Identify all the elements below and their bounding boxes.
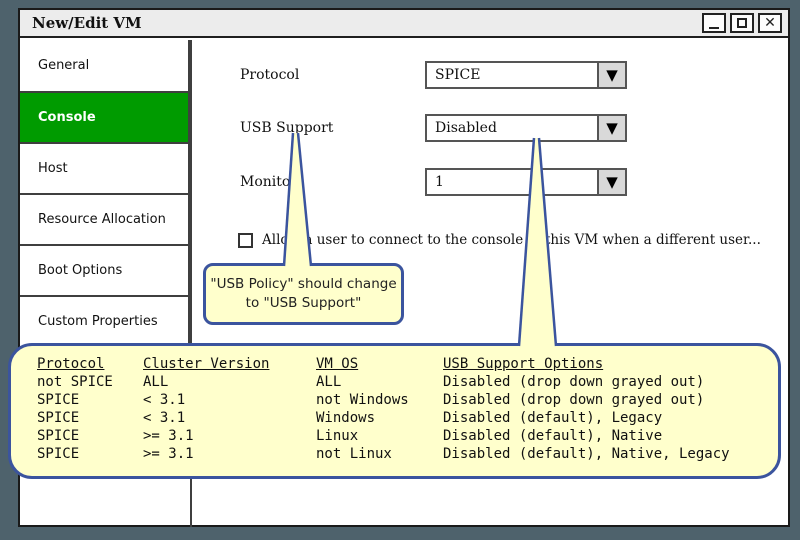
table-cell: < 3.1 [143,392,186,408]
chevron-down-icon: ▼ [606,65,618,84]
table-cell: SPICE [37,428,80,444]
table-cell: not Windows [316,392,409,408]
table-cell: ALL [143,374,169,390]
table-cell: Disabled (default), Legacy [443,410,663,426]
close-button[interactable]: ✕ [758,13,782,33]
note-line-2: to "USB Support" [245,295,362,311]
col-header-usb-support-options: USB Support Options [443,356,604,372]
table-cell: Disabled (drop down grayed out) [443,374,705,390]
table-cell: Disabled (default), Native, Legacy [443,446,730,462]
monitors-dropdown-button[interactable]: ▼ [597,170,625,194]
protocol-dropdown[interactable]: SPICE ▼ [425,61,627,89]
sidebar-item-label: Boot Options [38,263,123,278]
usb-policy-note-callout: "USB Policy" should change to "USB Suppo… [203,263,404,325]
sidebar-item-label: Custom Properties [38,314,158,329]
close-icon: ✕ [764,15,776,31]
chevron-down-icon: ▼ [606,118,618,137]
note-line-1: "USB Policy" should change [210,276,397,292]
sidebar-tabs: General Console Host Resource Allocation… [20,40,190,348]
table-cell: SPICE [37,446,80,462]
usb-support-label: USB Support [240,120,334,136]
protocol-label: Protocol [240,67,300,83]
table-cell: not Linux [316,446,392,462]
allow-connect-label: Allow a user to connect to the console o… [262,232,761,248]
usb-support-value: Disabled [435,120,497,136]
protocol-dropdown-button[interactable]: ▼ [597,63,625,87]
protocol-value: SPICE [435,67,481,83]
monitors-dropdown[interactable]: 1 ▼ [425,168,627,196]
sidebar-item-resource-allocation[interactable]: Resource Allocation [20,193,190,246]
minimize-icon [709,26,719,29]
usb-support-dropdown-button[interactable]: ▼ [597,116,625,140]
monitors-label: Monitors [240,174,305,190]
col-header-protocol: Protocol [37,356,105,372]
table-cell: < 3.1 [143,410,186,426]
table-cell: Linux [316,428,359,444]
usb-options-table: Protocol Cluster Version VM OS USB Suppo… [37,355,730,463]
table-cell: >= 3.1 [143,428,194,444]
table-cell: SPICE [37,392,80,408]
console-connect-option: Allow a user to connect to the console o… [238,232,761,248]
titlebar[interactable]: New/Edit VM ✕ [20,10,788,38]
sidebar-item-general[interactable]: General [20,40,190,93]
minimize-button[interactable] [702,13,726,33]
sidebar-item-console[interactable]: Console [20,91,190,144]
table-cell: >= 3.1 [143,446,194,462]
sidebar-item-label: General [38,58,90,73]
allow-connect-checkbox[interactable] [238,232,253,248]
usb-support-dropdown[interactable]: Disabled ▼ [425,114,627,142]
col-header-cluster-version: Cluster Version [143,356,270,372]
sidebar-item-label: Host [38,161,68,176]
usb-support-options-callout: Protocol Cluster Version VM OS USB Suppo… [8,343,781,479]
col-header-vm-os: VM OS [316,356,359,372]
chevron-down-icon: ▼ [606,172,618,191]
table-cell: SPICE [37,410,80,426]
sidebar-item-label: Resource Allocation [38,212,166,227]
sidebar-item-label: Console [38,110,96,125]
table-cell: not SPICE [37,374,113,390]
table-cell: Disabled (drop down grayed out) [443,392,705,408]
sidebar-content-divider [190,40,192,527]
sidebar-item-custom-properties[interactable]: Custom Properties [20,295,190,348]
maximize-button[interactable] [730,13,754,33]
window-title: New/Edit VM [32,14,142,32]
sidebar-item-boot-options[interactable]: Boot Options [20,244,190,297]
table-cell: Disabled (default), Native [443,428,663,444]
table-cell: Windows [316,410,376,426]
sidebar-item-host[interactable]: Host [20,142,190,195]
maximize-icon [737,18,747,28]
monitors-value: 1 [435,174,444,190]
table-cell: ALL [316,374,342,390]
